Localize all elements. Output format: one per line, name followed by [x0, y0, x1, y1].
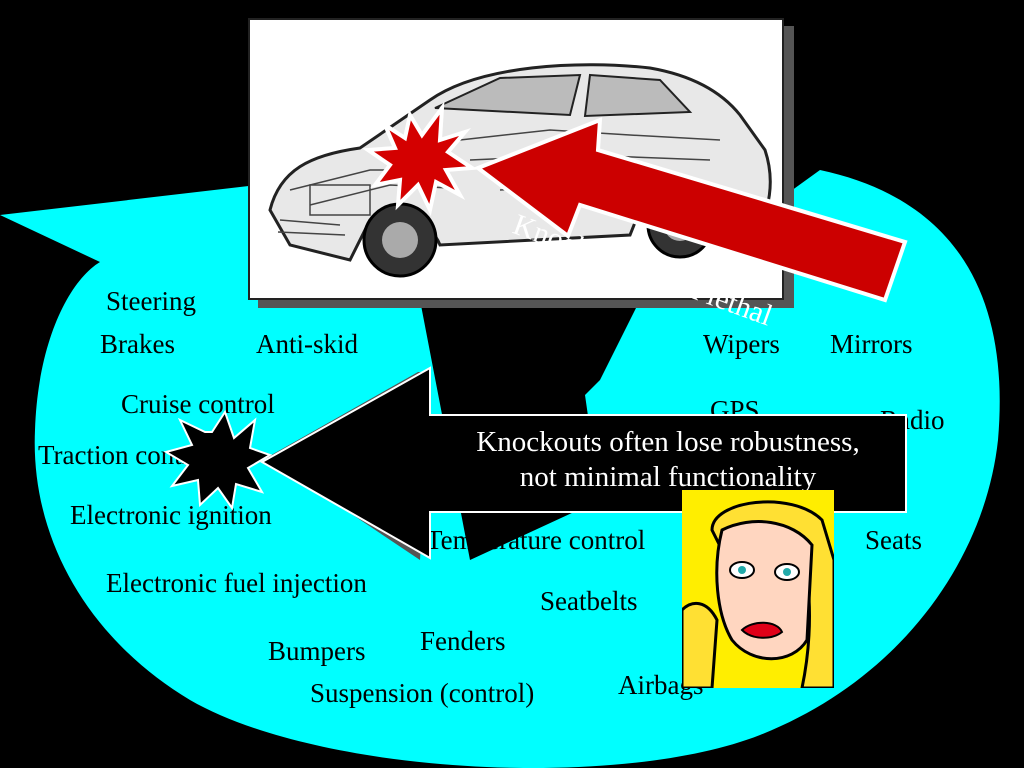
- label-suspension: Suspension (control): [310, 678, 535, 708]
- robustness-line-1: Knockouts often lose robustness,: [476, 426, 860, 458]
- label-steering: Steering: [106, 286, 196, 316]
- label-cruise-control: Cruise control: [121, 389, 275, 419]
- damage-burst-icon: [362, 101, 478, 217]
- label-bumpers: Bumpers: [268, 636, 366, 666]
- label-seatbelts: Seatbelts: [540, 586, 638, 616]
- label-fenders: Fenders: [420, 626, 506, 656]
- label-mirrors: Mirrors: [830, 329, 913, 359]
- robustness-callout: Knockouts often lose robustness, not min…: [430, 415, 906, 513]
- robustness-line-2: not minimal functionality: [519, 461, 817, 494]
- label-electronic-fuel-injection: Electronic fuel injection: [106, 568, 367, 598]
- label-anti-skid: Anti-skid: [256, 329, 359, 359]
- label-wipers: Wipers: [703, 329, 780, 359]
- label-electronic-ignition: Electronic ignition: [70, 500, 272, 530]
- worried-woman-icon: [680, 490, 836, 690]
- label-temperature-control: Temperature control: [426, 525, 646, 555]
- label-brakes: Brakes: [100, 329, 175, 359]
- woman-illustration: [680, 490, 836, 690]
- label-seats: Seats: [865, 525, 922, 555]
